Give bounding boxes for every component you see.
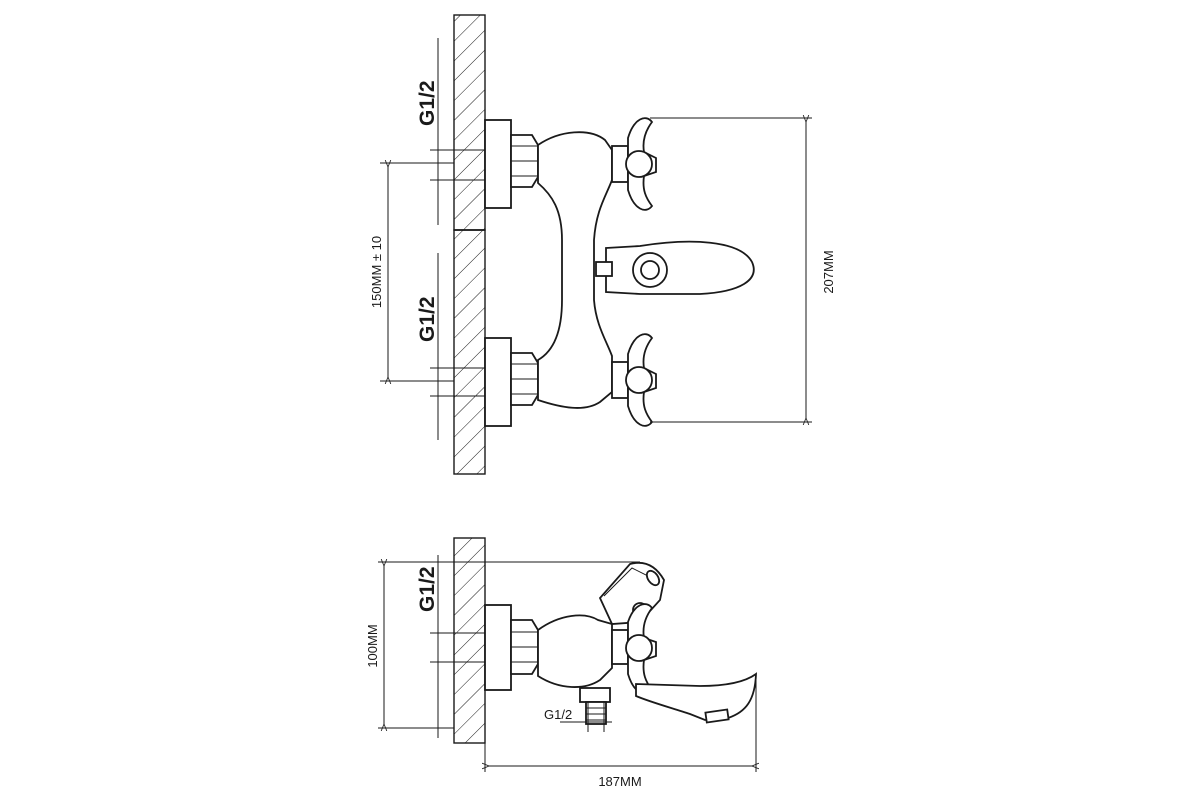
aerator <box>704 708 730 724</box>
thread-label-diverter: G1/2 <box>544 707 572 722</box>
wall-hatch-upper <box>453 14 486 231</box>
thread-label-middle: G1/2 <box>416 296 439 342</box>
dimension-label-projection: 187MM <box>598 774 641 789</box>
diverter-knob <box>595 261 613 277</box>
spout-side <box>635 672 757 721</box>
spout-front <box>605 240 755 295</box>
wall-hatch-lower <box>453 229 486 475</box>
thread-label-upper: G1/2 <box>416 80 439 126</box>
dimension-label-height: 207MM <box>821 250 836 293</box>
lower-outlet-side <box>579 687 611 703</box>
lower-outlet-thread <box>585 701 607 725</box>
handle-hub-side <box>625 634 653 662</box>
wall-flange-upper <box>484 119 512 209</box>
thread-label-side: G1/2 <box>416 566 439 612</box>
wall-flange-lower <box>484 337 512 427</box>
front-view <box>380 14 812 475</box>
handle-hub-lower <box>625 366 653 394</box>
spout-outlet-inner <box>640 260 660 280</box>
wall-hatch-side <box>453 537 486 744</box>
side-view <box>378 537 757 772</box>
handle-hub-upper <box>625 150 653 178</box>
dimension-label-wall-offset: 100MM <box>365 624 380 667</box>
wall-flange-side <box>484 604 512 691</box>
dimension-label-spacing: 150MM ± 10 <box>369 236 384 308</box>
mixer-body-side <box>537 614 613 688</box>
